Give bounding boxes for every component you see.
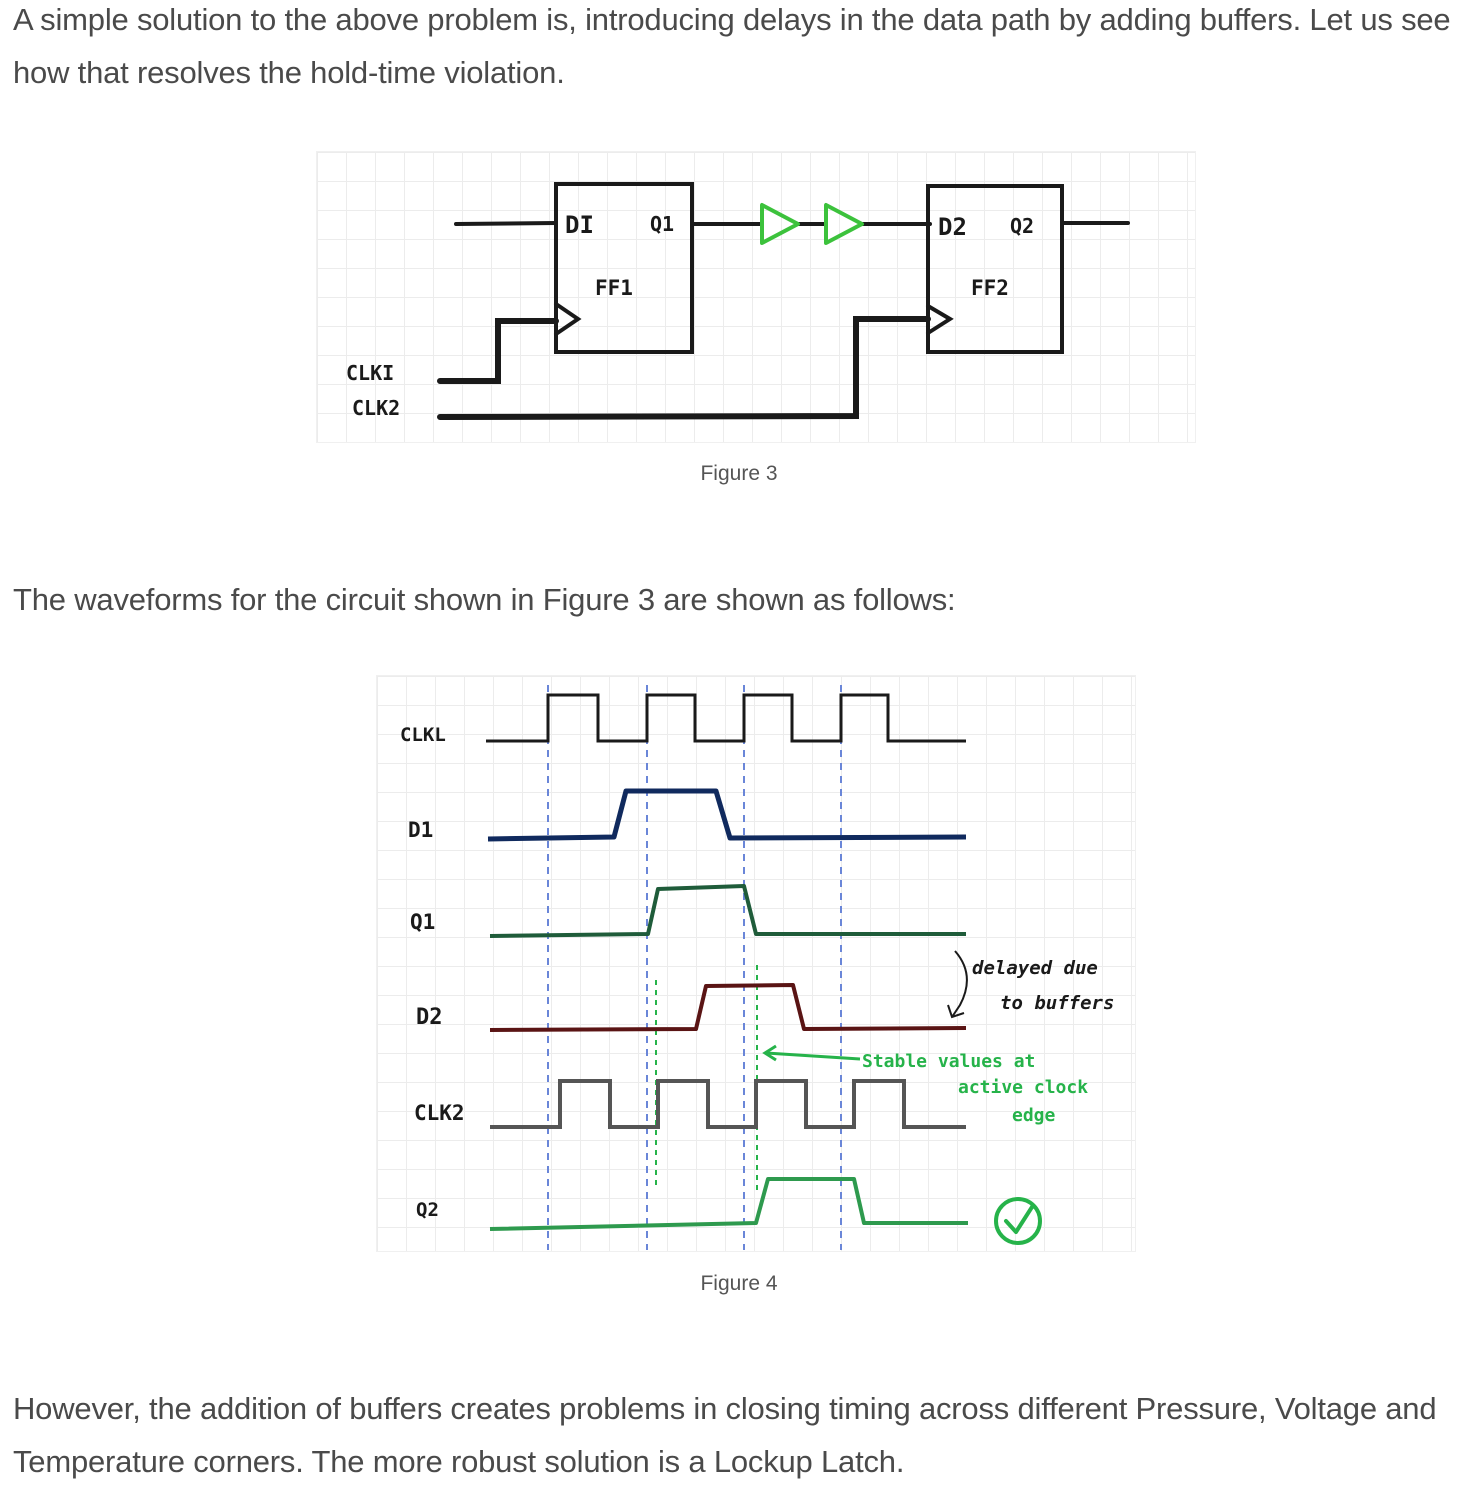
- figure-4-caption: Figure 4: [700, 1272, 778, 1295]
- ff2-clock-triangle: [926, 304, 954, 335]
- waveform-drawing: CLKL D1 Q1 D2 CLK2 Q2 delayed due to buf…: [400, 685, 1114, 1250]
- signal-label-d2: D2: [416, 1005, 443, 1030]
- d1-input-wire: [454, 221, 558, 226]
- d1-label: DI: [565, 211, 594, 239]
- stable-arrow-line: [765, 1051, 861, 1061]
- clk2-label: CLK2: [352, 396, 400, 420]
- figure-3-caption: Figure 3: [700, 462, 778, 485]
- ff2-box: [926, 184, 1064, 354]
- ff1-label: FF1: [595, 276, 633, 300]
- figure-4-timing-diagram: CLKL D1 Q1 D2 CLK2 Q2 delayed due to buf…: [376, 675, 1136, 1252]
- delay-brace: [951, 950, 968, 1018]
- q2-label: Q2: [1010, 214, 1034, 238]
- delay-annotation-line1: delayed due: [972, 957, 1098, 979]
- clk1-label: CLKI: [346, 361, 394, 385]
- clk1-route: [437, 318, 559, 384]
- signal-label-clk2: CLK2: [414, 1101, 465, 1125]
- waveforms-intro-paragraph: The waveforms for the circuit shown in F…: [13, 582, 956, 617]
- ff1-clock-triangle: [554, 302, 582, 336]
- ff1-box: [554, 182, 694, 354]
- d2-waveform: [489, 983, 967, 1032]
- conclusion-paragraph: However, the addition of buffers creates…: [13, 1391, 1437, 1479]
- clock-edge-guides: [547, 685, 842, 1250]
- intro-paragraph: A simple solution to the above problem i…: [13, 2, 1451, 90]
- stable-arrow-head: [762, 1044, 777, 1062]
- clk2-route: [437, 316, 931, 420]
- q2-waveform: [489, 1177, 968, 1231]
- stable-annotation-line3: edge: [1012, 1105, 1056, 1126]
- signal-label-d1: D1: [408, 818, 433, 842]
- delay-annotation-line2: to buffers: [1000, 992, 1114, 1014]
- buffer-1-icon: [760, 203, 800, 245]
- signal-label-q1: Q1: [410, 910, 435, 934]
- stable-annotation-line2: active clock: [958, 1077, 1088, 1098]
- q1-waveform: [489, 884, 966, 938]
- check-circle-icon: [994, 1197, 1042, 1245]
- signal-label-clk1: CLKL: [400, 724, 446, 746]
- circuit-drawing: DI Q1 FF1 D2 Q2 FF2 CLKI CLK2: [346, 182, 1130, 420]
- figure-3-circuit-diagram: DI Q1 FF1 D2 Q2 FF2 CLKI CLK2: [316, 151, 1196, 443]
- stable-window-guides: [655, 965, 758, 1190]
- clk1-waveform: [486, 693, 966, 743]
- signal-label-q2: Q2: [416, 1199, 439, 1221]
- d1-waveform: [487, 788, 967, 842]
- q1-label: Q1: [650, 212, 674, 236]
- delay-arrow-head: [947, 1004, 965, 1019]
- buffer-2-icon: [824, 203, 864, 245]
- d2-label: D2: [938, 213, 967, 241]
- stable-annotation-line1: Stable values at: [862, 1051, 1035, 1072]
- clk2-waveform: [490, 1079, 966, 1129]
- grid-background: [316, 151, 1196, 443]
- ff2-label: FF2: [971, 276, 1009, 300]
